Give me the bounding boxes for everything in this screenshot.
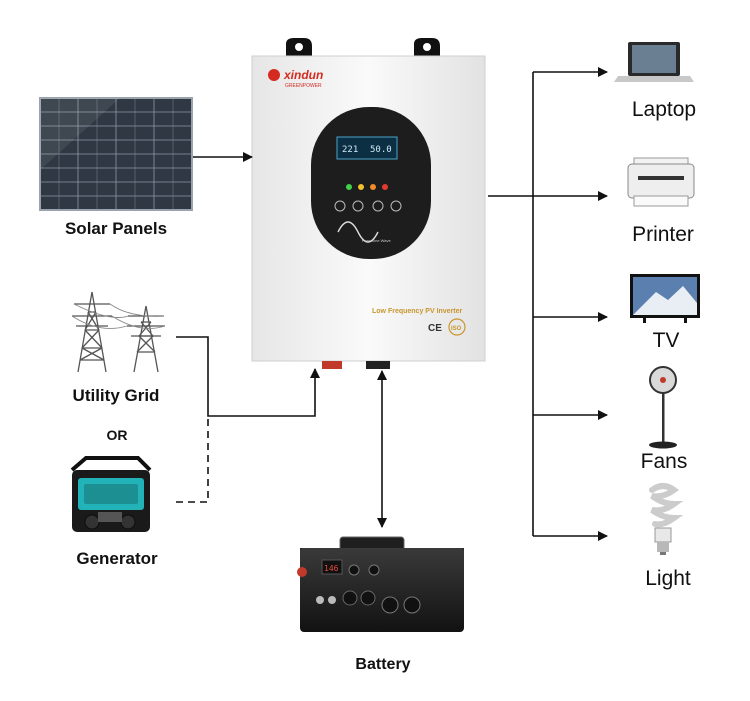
inverter-sub-brand: GREENPOWER [285,83,322,89]
fan-image [649,366,677,449]
laptop-label: Laptop [631,98,697,121]
battery-image [297,536,464,632]
line-grid-to-inverter [176,336,320,417]
line-generator-dashed [176,416,209,503]
fans-label: Fans [640,450,688,473]
inverter-unit [251,38,486,369]
iso-mark: ISO [451,326,462,332]
light-label: Light [645,567,691,590]
line-inverter-to-loads-bus [488,72,534,536]
inverter-model-text: Low Frequency PV Inverter [372,308,463,315]
printer-image [627,157,695,207]
lcd-voltage-readout: 221 [342,145,358,155]
tv-label: TV [652,329,680,352]
inverter-brand: xindun [283,68,323,82]
solar-panels-label: Solar Panels [64,219,168,238]
lcd-frequency-readout: 50.0 [370,145,392,155]
generator-image [70,456,152,532]
wave-caption: Pure Sine Wave [362,238,392,243]
solar-panel-image [39,97,193,211]
laptop-image [614,42,694,82]
utility-grid-towers-image [71,291,166,373]
tv-image [630,274,700,323]
light-bulb-image [649,483,684,555]
ce-mark: CE [428,323,442,334]
printer-label: Printer [632,223,694,246]
battery-display-value: 146 [324,564,339,573]
battery-label: Battery [355,656,411,673]
generator-label: Generator [76,549,158,568]
utility-grid-label: Utility Grid [72,386,160,405]
or-label: OR [106,427,128,443]
